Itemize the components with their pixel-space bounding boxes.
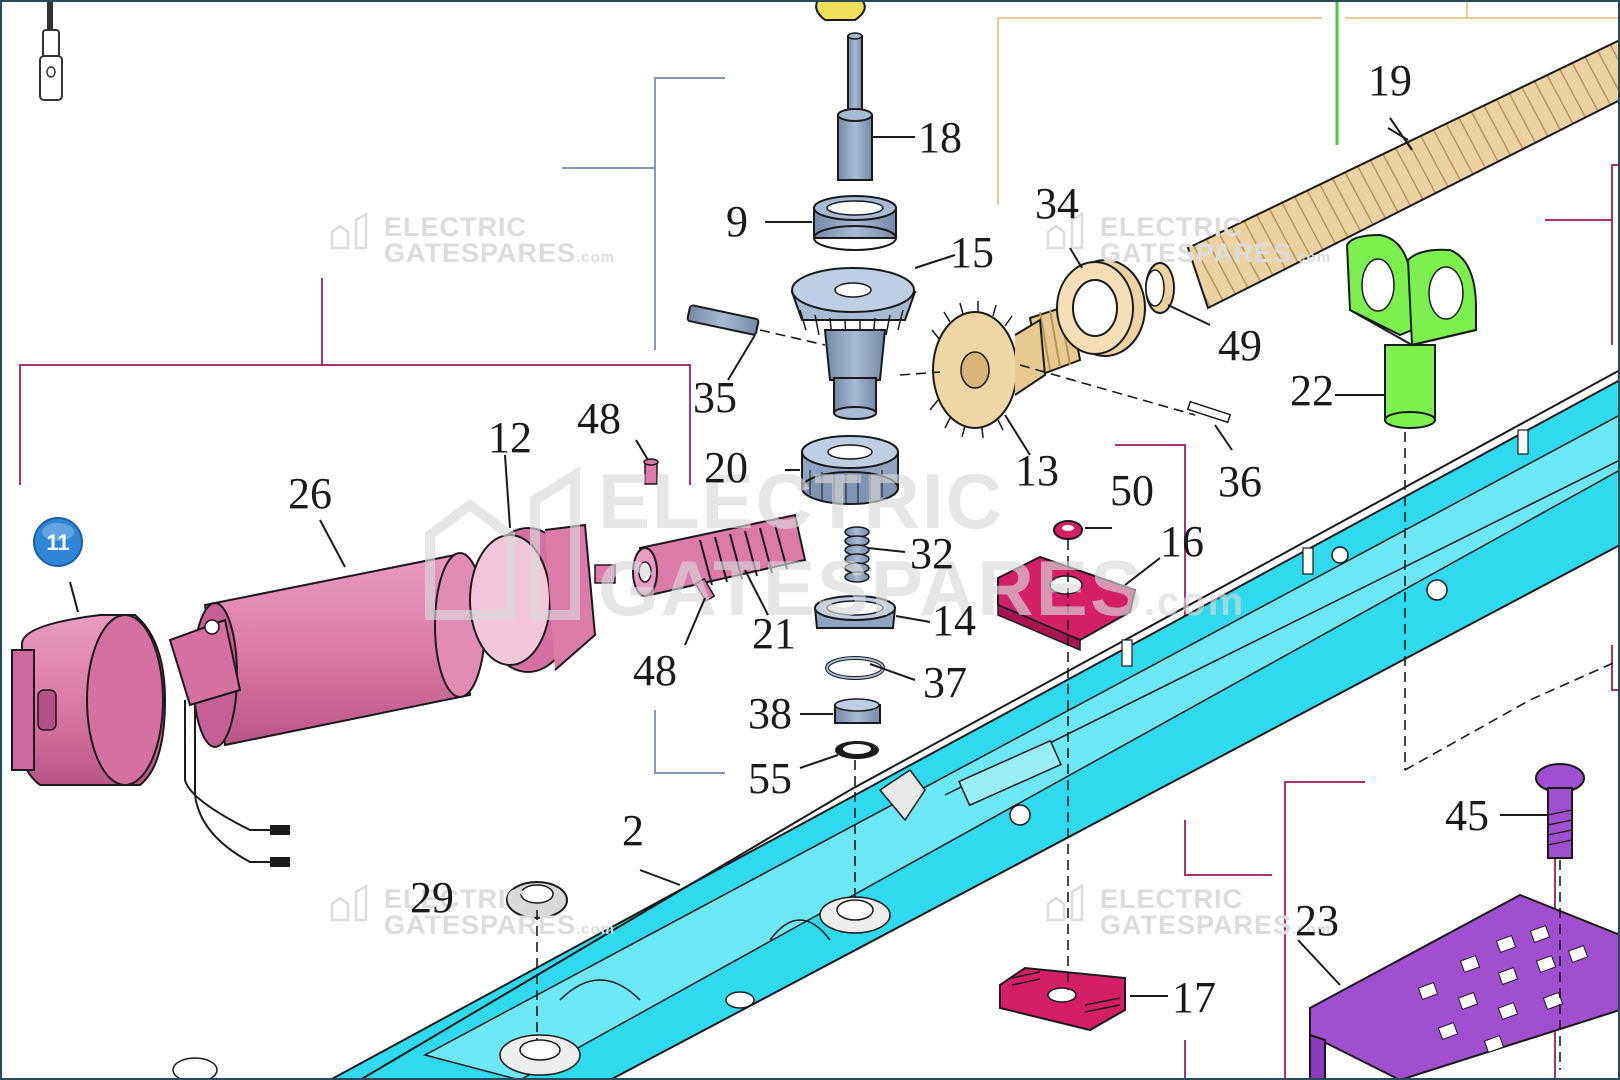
bevel-gear-13 xyxy=(929,301,1082,439)
watermark-small-1: ELECTRIC GATESPARES.com xyxy=(330,211,615,268)
bracket-steel-blue xyxy=(654,77,725,350)
label-part-55: 55 xyxy=(748,754,792,803)
part-labels: 18 9 15 35 48 12 26 20 32 21 14 48 37 38… xyxy=(288,56,1489,1022)
watermark-big: ELECTRIC GATESPARES.com xyxy=(425,457,1245,632)
watermark-1-line1: ELECTRIC xyxy=(384,212,527,242)
assembly-dashed-lines xyxy=(536,329,1620,1070)
label-part-48-bottom: 48 xyxy=(633,646,677,695)
watermark-4-line1: ELECTRIC xyxy=(1100,884,1243,914)
label-part-35: 35 xyxy=(693,373,737,422)
watermark-2-spares: SPARES xyxy=(1177,238,1292,268)
flange-12 xyxy=(469,523,616,673)
watermark-4-gate: GATE xyxy=(1100,910,1177,940)
watermark-3-spares: SPARES xyxy=(461,910,576,940)
label-part-34: 34 xyxy=(1035,179,1079,228)
watermark-3-line1: ELECTRIC xyxy=(384,884,527,914)
label-part-26: 26 xyxy=(288,469,332,518)
label-part-12: 12 xyxy=(488,413,532,462)
bolt-45 xyxy=(1535,763,1585,859)
watermark-big-spares: SPARES xyxy=(817,544,1144,632)
svg-text:GATESPARES.com: GATESPARES.com xyxy=(598,544,1245,632)
screw-rod-19 xyxy=(1186,38,1620,310)
label-part-48-top: 48 xyxy=(577,394,621,443)
watermark-small-4: ELECTRIC GATESPARES.com xyxy=(1046,883,1331,940)
label-part-21: 21 xyxy=(752,609,796,658)
svg-text:GATESPARES.com: GATESPARES.com xyxy=(384,910,615,940)
label-part-36: 36 xyxy=(1218,457,1262,506)
slider-16 xyxy=(997,555,1137,652)
watermark-1-spares: SPARES xyxy=(461,238,576,268)
label-part-2: 2 xyxy=(622,806,644,855)
watermark-3-suffix: .com xyxy=(576,921,615,938)
label-part-15: 15 xyxy=(950,228,994,277)
label-part-45: 45 xyxy=(1445,791,1489,840)
watermark-2-gate: GATE xyxy=(1100,238,1177,268)
svg-text:GATESPARES.com: GATESPARES.com xyxy=(1100,238,1331,268)
badge-11-label: 11 xyxy=(46,530,69,555)
label-part-14: 14 xyxy=(932,596,976,645)
label-part-50: 50 xyxy=(1110,466,1154,515)
pin-36 xyxy=(1186,400,1232,424)
watermark-small-3: ELECTRIC GATESPARES.com xyxy=(330,883,615,940)
label-part-22: 22 xyxy=(1290,366,1334,415)
plate-23 xyxy=(1309,893,1620,1080)
slider-17 xyxy=(999,966,1126,1032)
label-part-49: 49 xyxy=(1218,321,1262,370)
watermark-2-suffix: .com xyxy=(1292,249,1331,266)
watermark-1-gate: GATE xyxy=(384,238,461,268)
watermark-big-line1: ELECTRIC xyxy=(598,457,1004,545)
label-part-32: 32 xyxy=(910,529,954,578)
watermark-big-suffix: .com xyxy=(1144,580,1245,624)
watermark-small-2: ELECTRIC GATESPARES.com xyxy=(1046,211,1331,268)
watermark-group: ELECTRIC GATESPARES.com ELECTRIC GATESPA… xyxy=(330,211,1331,940)
label-part-13: 13 xyxy=(1015,446,1059,495)
worm-21 xyxy=(632,513,807,603)
bracket-motor-pink xyxy=(19,364,691,485)
label-part-29: 29 xyxy=(410,873,454,922)
motor-end-cap xyxy=(11,614,167,786)
watermark-3-gate: GATE xyxy=(384,910,461,940)
bracket-gear-tan xyxy=(997,17,1322,205)
label-part-18: 18 xyxy=(918,113,962,162)
label-part-9: 9 xyxy=(726,197,748,246)
label-part-23: 23 xyxy=(1295,896,1339,945)
svg-text:GATESPARES.com: GATESPARES.com xyxy=(384,238,615,268)
bracket-22 xyxy=(1345,233,1477,429)
leader-lines xyxy=(69,117,1548,997)
bearing-34 xyxy=(1056,259,1146,357)
label-part-19: 19 xyxy=(1368,56,1412,105)
watermark-big-gate: GATE xyxy=(598,544,817,632)
watermark-4-suffix: .com xyxy=(1292,921,1331,938)
watermark-2-line1: ELECTRIC xyxy=(1100,212,1243,242)
label-part-38: 38 xyxy=(748,689,792,738)
steel-stack xyxy=(686,0,917,759)
small-terminal-part xyxy=(39,0,63,101)
label-part-16: 16 xyxy=(1160,517,1204,566)
ring-49 xyxy=(1145,262,1175,314)
label-part-20: 20 xyxy=(704,443,748,492)
motor-26 xyxy=(168,552,486,867)
label-part-17: 17 xyxy=(1172,973,1216,1022)
screw-48-top xyxy=(643,458,659,485)
label-part-37: 37 xyxy=(923,658,967,707)
washer-29 xyxy=(506,881,568,919)
nut-50 xyxy=(1053,520,1083,540)
svg-text:GATESPARES.com: GATESPARES.com xyxy=(1100,910,1331,940)
part-badge-11[interactable]: 11 xyxy=(33,517,83,567)
watermark-4-spares: SPARES xyxy=(1177,910,1292,940)
housing-2 xyxy=(172,369,1620,1080)
watermark-1-suffix: .com xyxy=(576,249,615,266)
